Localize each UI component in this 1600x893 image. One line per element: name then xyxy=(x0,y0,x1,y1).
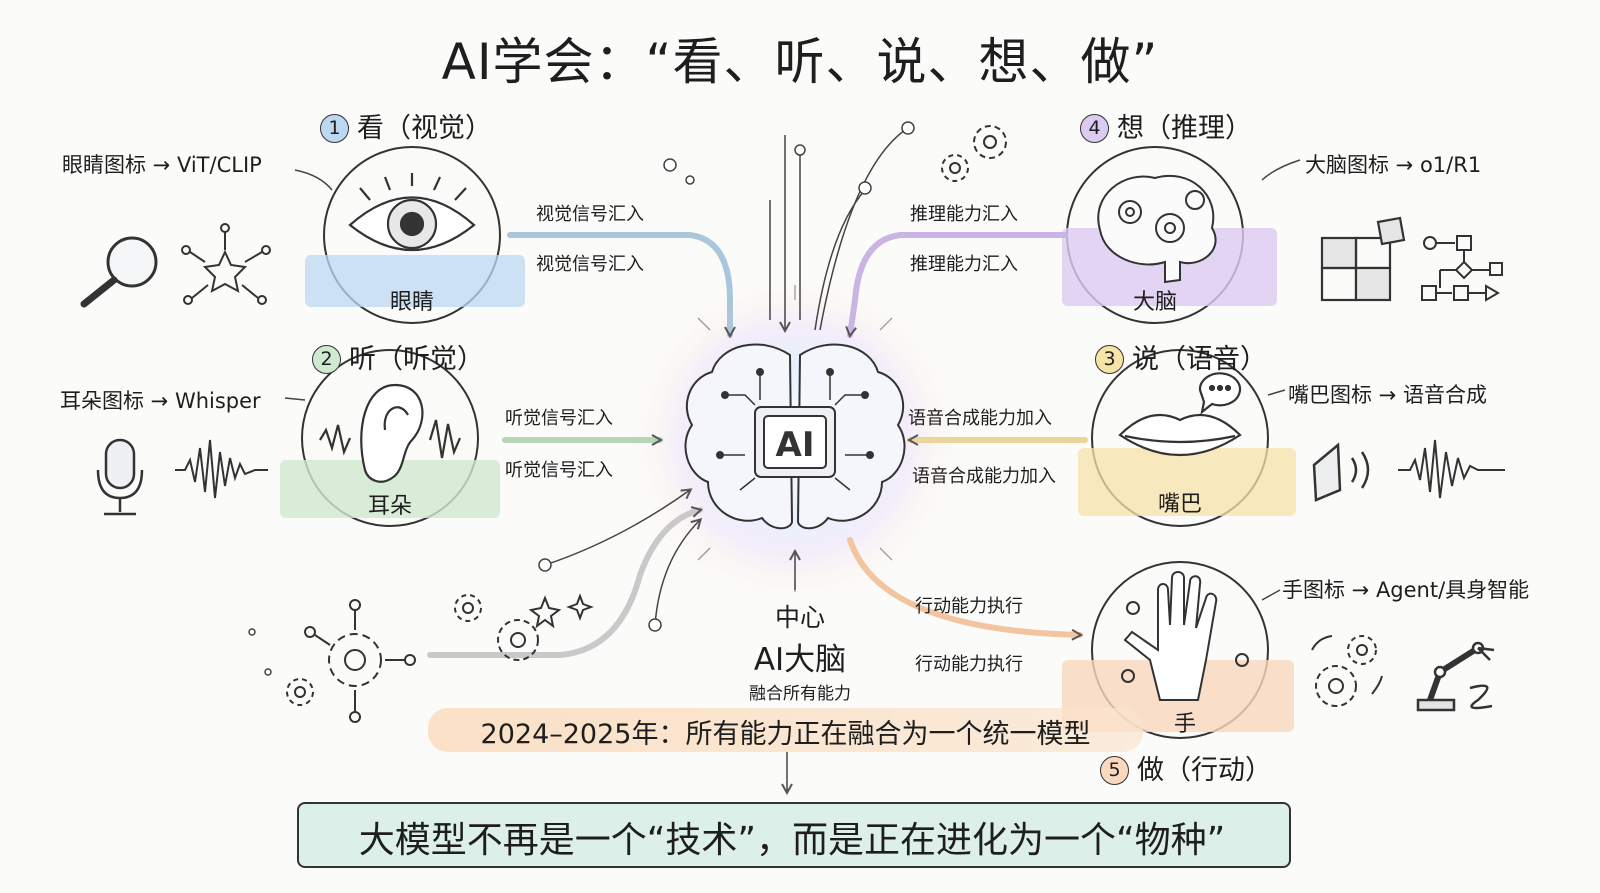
star-network-icon xyxy=(181,223,271,305)
speak-heading: 3 说（语音） xyxy=(1095,337,1267,376)
waveform-icon xyxy=(1398,439,1505,499)
robot-arm-icon xyxy=(1416,641,1495,712)
gear-arrow xyxy=(427,510,703,658)
flowchart-icon xyxy=(1421,235,1503,302)
gears-network-icon xyxy=(286,593,594,723)
brain-gears-icon xyxy=(1097,175,1217,284)
think-heading-text: 想（推理） xyxy=(1117,113,1252,144)
magnifier-icon xyxy=(80,236,158,308)
ear-icon xyxy=(319,383,462,483)
hear-number: 2 xyxy=(312,345,341,374)
hear-organ-label: 耳朵 xyxy=(367,494,412,519)
mouth-icon xyxy=(1118,372,1242,457)
thin-flow-lines xyxy=(284,129,1301,792)
speak-map-label: 嘴巴图标 → 语音合成 xyxy=(1288,383,1487,407)
microphone-icon xyxy=(96,438,144,516)
timeline-highlight xyxy=(428,708,1143,752)
think-map-label: 大脑图标 → o1/R1 xyxy=(1305,153,1482,177)
hear-heading: 2 听（听觉） xyxy=(312,337,484,376)
think-number: 4 xyxy=(1080,114,1109,143)
see-arrow-label-2: 视觉信号汇入 xyxy=(536,254,644,275)
hear-arrow-label-1: 听觉信号汇入 xyxy=(505,408,613,429)
hand-icon xyxy=(1121,571,1249,701)
act-arrow-label-2: 行动能力执行 xyxy=(915,654,1023,675)
cycle-gear-icon xyxy=(1311,635,1383,707)
page-title: AI学会：“看、听、说、想、做” xyxy=(441,33,1159,91)
see-heading: 1 看（视觉） xyxy=(320,106,492,145)
think-arrow-label-2: 推理能力汇入 xyxy=(910,254,1018,275)
speak-organ-label: 嘴巴 xyxy=(1157,492,1202,517)
see-arrow xyxy=(507,232,730,338)
speaker-icon xyxy=(1312,442,1370,502)
conclusion-box xyxy=(297,802,1291,868)
think-arrow xyxy=(850,232,1068,335)
think-arrow-label-1: 推理能力汇入 xyxy=(910,204,1018,225)
act-heading: 5 做（行动） xyxy=(1100,748,1272,787)
hear-heading-text: 听（听觉） xyxy=(349,344,484,375)
act-heading-text: 做（行动） xyxy=(1137,755,1272,786)
think-organ-label: 大脑 xyxy=(1132,290,1177,315)
speak-arrow-label-2: 语音合成能力加入 xyxy=(912,466,1056,487)
speak-number: 3 xyxy=(1095,345,1124,374)
speak-heading-text: 说（语音） xyxy=(1132,344,1267,375)
mouth-circle xyxy=(1078,349,1296,527)
conclusion-text: 大模型不再是一个“技术”，而是正在进化为一个“物种” xyxy=(358,820,1226,861)
center-caption: 中心 AI大脑 融合所有能力 xyxy=(700,598,900,704)
see-map-label: 眼睛图标 → ViT/CLIP xyxy=(62,153,262,177)
puzzle-icon xyxy=(1320,216,1406,302)
see-arrow-label-1: 视觉信号汇入 xyxy=(536,204,644,225)
center-caption-line1: 中心 xyxy=(774,603,825,632)
see-heading-text: 看（视觉） xyxy=(357,113,492,144)
act-arrow-label-1: 行动能力执行 xyxy=(915,596,1023,617)
sound-wave-icon xyxy=(175,439,268,499)
floating-dots xyxy=(248,121,915,676)
center-caption-line2: AI大脑 xyxy=(753,642,847,678)
ai-chip-label: AI xyxy=(776,425,815,465)
act-arrow xyxy=(847,537,1080,635)
speak-arrow-label-1: 语音合成能力加入 xyxy=(908,408,1052,429)
act-number: 5 xyxy=(1100,756,1129,785)
ai-brain-icon xyxy=(684,343,906,530)
flow-arrows xyxy=(427,232,1088,658)
think-heading: 4 想（推理） xyxy=(1080,106,1252,145)
act-map-label: 手图标 → Agent/具身智能 xyxy=(1282,578,1530,602)
gear-icon xyxy=(941,125,1007,182)
see-number: 1 xyxy=(320,114,349,143)
eye-circle xyxy=(305,146,525,324)
timeline-text: 2024–2025年：所有能力正在融合为一个统一模型 xyxy=(480,719,1091,750)
hear-arrow-label-2: 听觉信号汇入 xyxy=(505,460,613,481)
see-organ-label: 眼睛 xyxy=(389,290,434,315)
act-organ-label: 手 xyxy=(1173,712,1196,737)
hear-map-label: 耳朵图标 → Whisper xyxy=(60,389,261,413)
center-caption-line3: 融合所有能力 xyxy=(749,684,851,704)
ear-circle xyxy=(280,349,500,527)
eye-icon xyxy=(348,173,476,251)
